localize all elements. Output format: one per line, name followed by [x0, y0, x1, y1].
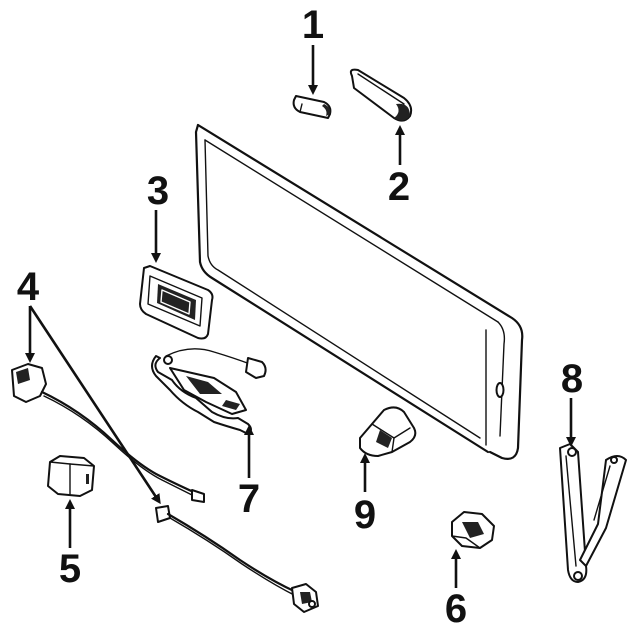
callout-8: 8: [561, 357, 583, 401]
part-1-bumper: [292, 95, 332, 119]
part-4-switch-harness: [11, 363, 319, 613]
callout-9: 9: [354, 493, 376, 537]
callout-2: 2: [388, 165, 410, 209]
callout-4: 4: [17, 265, 40, 309]
part-9-striker: [359, 406, 417, 457]
part-7-latch-assembly: [151, 348, 267, 435]
part-6-clip: [451, 511, 495, 549]
callout-7: 7: [238, 477, 260, 521]
part-5-cover: [47, 455, 95, 497]
tailgate-panel: [194, 123, 524, 460]
callout-5: 5: [59, 547, 81, 591]
part-2-bumper: [349, 68, 413, 122]
callout-6: 6: [445, 587, 467, 631]
callout-3: 3: [147, 169, 169, 213]
part-3-handle-bezel: [139, 265, 214, 340]
callout-1: 1: [302, 3, 324, 47]
leader-arrows: [25, 45, 576, 588]
part-8-hinge: [559, 443, 627, 583]
